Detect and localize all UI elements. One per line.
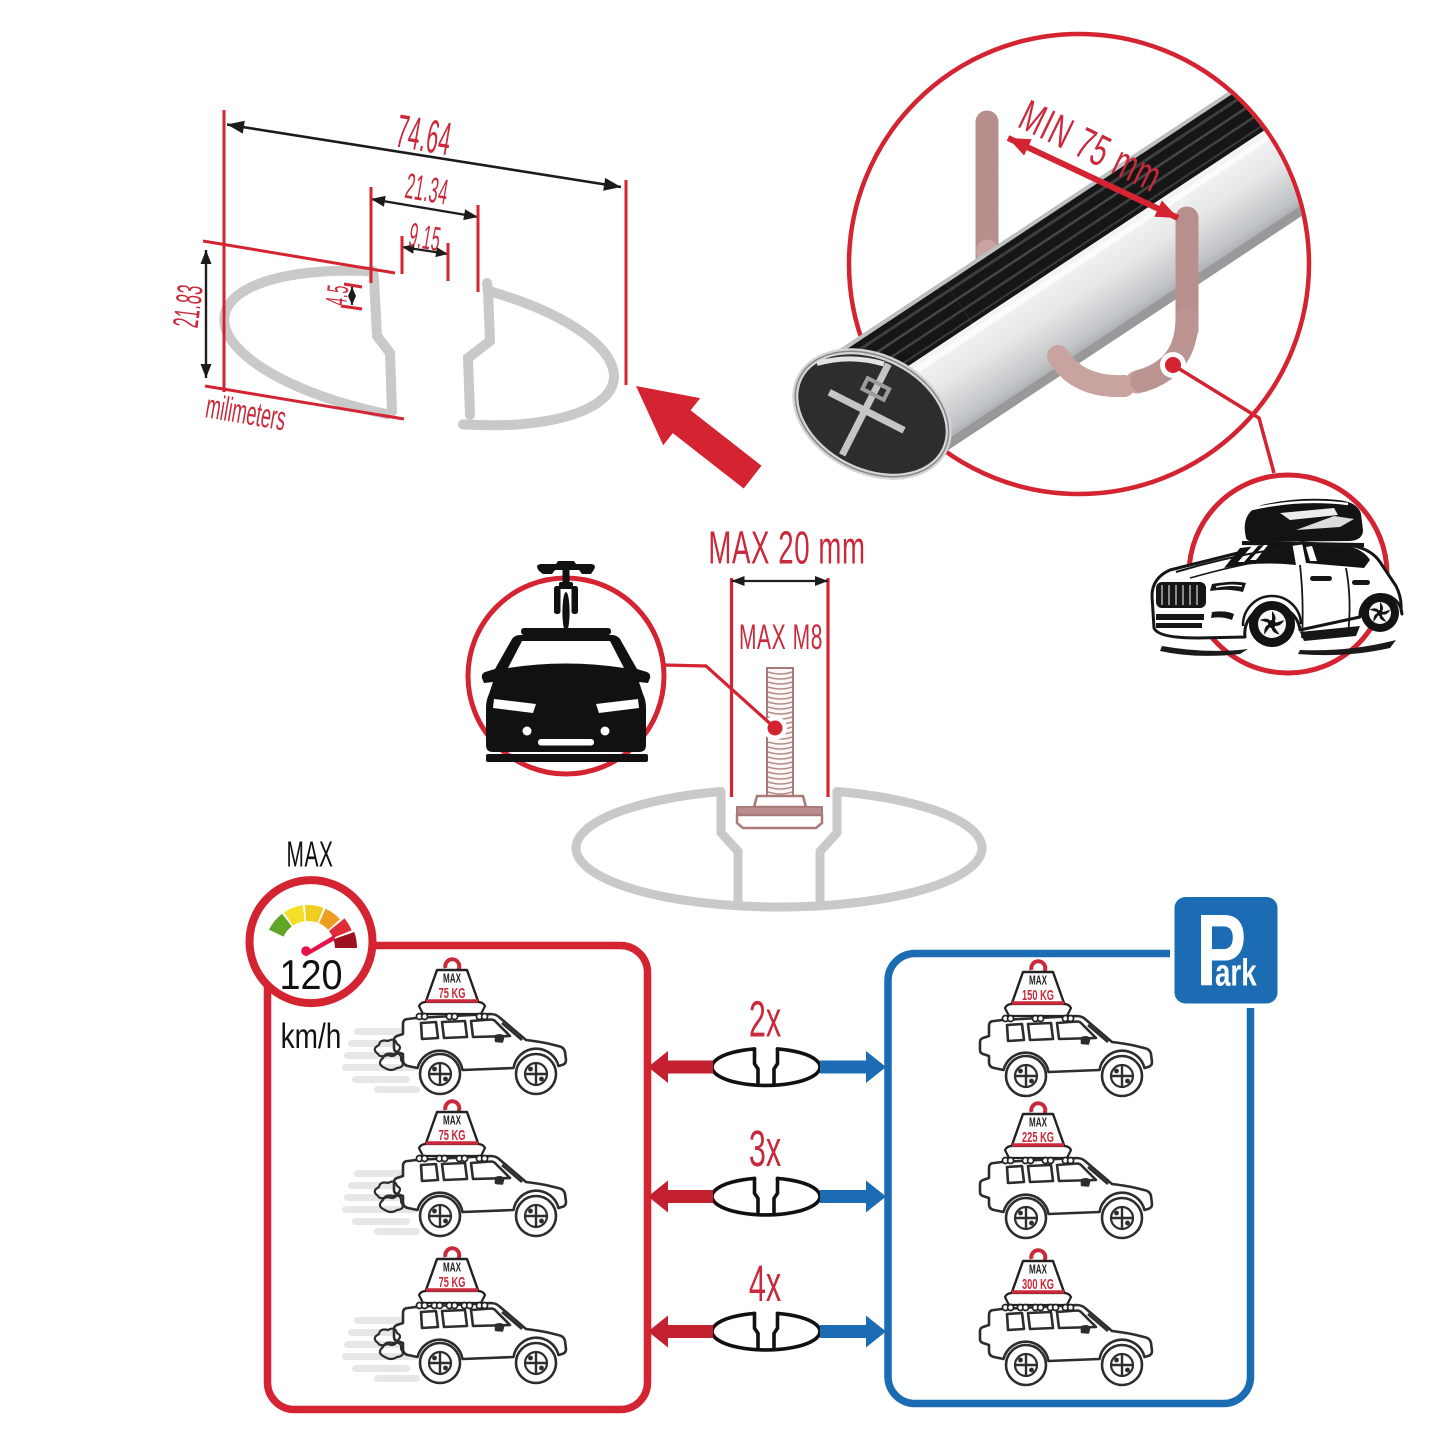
svg-text:MAX 20 mm: MAX 20 mm	[708, 524, 865, 575]
svg-text:P: P	[1196, 895, 1246, 1009]
svg-text:4.5: 4.5	[319, 283, 355, 307]
svg-text:120: 120	[279, 952, 342, 998]
svg-text:75 KG: 75 KG	[439, 1127, 466, 1144]
svg-text:MAX: MAX	[443, 1114, 461, 1128]
svg-text:75 KG: 75 KG	[439, 985, 466, 1002]
svg-text:3x: 3x	[749, 1120, 781, 1177]
svg-text:225 KG: 225 KG	[1022, 1129, 1054, 1146]
svg-text:74.64: 74.64	[392, 104, 455, 165]
svg-text:MAX: MAX	[1029, 1263, 1047, 1277]
svg-text:300 KG: 300 KG	[1022, 1276, 1054, 1293]
svg-text:150 KG: 150 KG	[1022, 987, 1054, 1004]
svg-text:MAX: MAX	[287, 835, 334, 875]
svg-text:ark: ark	[1215, 952, 1257, 994]
svg-text:MAX: MAX	[1029, 974, 1047, 988]
svg-text:21.34: 21.34	[403, 166, 452, 213]
svg-text:9.15: 9.15	[406, 215, 444, 258]
svg-text:2x: 2x	[749, 991, 781, 1048]
svg-text:75 KG: 75 KG	[439, 1274, 466, 1291]
svg-text:MAX: MAX	[1029, 1116, 1047, 1130]
svg-text:MAX: MAX	[443, 1261, 461, 1275]
svg-text:km/h: km/h	[281, 1016, 342, 1056]
svg-text:MAX: MAX	[443, 972, 461, 986]
svg-text:21.83: 21.83	[166, 282, 211, 329]
svg-text:4x: 4x	[749, 1255, 781, 1312]
svg-text:MAX M8: MAX M8	[739, 619, 823, 658]
